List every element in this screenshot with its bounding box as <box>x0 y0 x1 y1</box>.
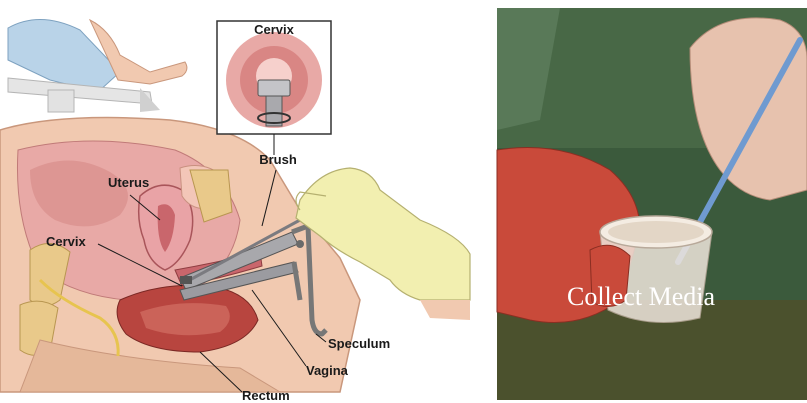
collection-photo: Collect Media <box>497 8 807 400</box>
cervix-label: Cervix <box>46 234 87 249</box>
rectum-label: Rectum <box>242 388 290 403</box>
vagina-label: Vagina <box>306 363 349 378</box>
photo-caption: Collect Media <box>567 282 715 311</box>
body-cross-section <box>0 118 360 392</box>
anatomy-illustration: Cervix Brush Uterus Cervix Speculum Vagi… <box>0 19 470 403</box>
speculum-label: Speculum <box>328 336 390 351</box>
patient-on-table-illustration <box>8 19 187 112</box>
brush-label: Brush <box>259 152 297 167</box>
uterus-label: Uterus <box>108 175 149 190</box>
cervix-inset <box>217 21 331 134</box>
inset-title-label: Cervix <box>254 22 295 37</box>
